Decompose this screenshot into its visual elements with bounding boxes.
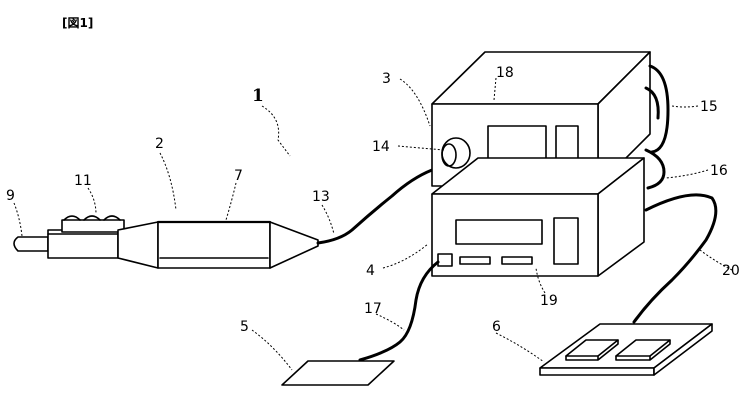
leader-3 bbox=[400, 79, 430, 126]
leader-9 bbox=[14, 203, 22, 236]
label-18: 18 bbox=[496, 65, 514, 81]
footswitch-cable bbox=[634, 195, 716, 322]
handpiece-body bbox=[158, 222, 270, 268]
figure-caption: [図1] bbox=[62, 16, 93, 30]
label-16: 16 bbox=[710, 163, 728, 179]
leader-11 bbox=[88, 188, 96, 214]
lower-panel bbox=[554, 218, 578, 264]
label-5: 5 bbox=[240, 319, 249, 335]
handpiece bbox=[14, 216, 318, 268]
label-4: 4 bbox=[366, 263, 375, 279]
leader-7 bbox=[226, 183, 236, 220]
label-1: 1 bbox=[252, 86, 264, 106]
label-13: 13 bbox=[312, 189, 330, 205]
counter-electrode-pad bbox=[282, 361, 394, 385]
grip-taper bbox=[118, 222, 158, 268]
label-6: 6 bbox=[492, 319, 501, 335]
lower-unit bbox=[432, 158, 644, 276]
leader-5 bbox=[252, 330, 292, 370]
label-7: 7 bbox=[234, 168, 243, 184]
label-15: 15 bbox=[700, 99, 718, 115]
leader-1 bbox=[262, 106, 290, 156]
leader-13 bbox=[322, 205, 334, 234]
label-19: 19 bbox=[540, 293, 558, 309]
leader-15 bbox=[672, 106, 698, 107]
label-9: 9 bbox=[6, 188, 15, 204]
port-b bbox=[502, 257, 532, 264]
switch-unit bbox=[62, 220, 124, 232]
footswitch bbox=[540, 324, 712, 375]
leader-4 bbox=[383, 244, 428, 268]
label-17: 17 bbox=[364, 301, 382, 317]
footswitch-port bbox=[438, 254, 452, 266]
label-20: 20 bbox=[722, 263, 740, 279]
interconnect-cable-16 bbox=[646, 150, 664, 188]
leader-16 bbox=[666, 170, 708, 178]
port-a bbox=[460, 257, 490, 264]
rear-cone bbox=[270, 222, 318, 268]
leader-2 bbox=[160, 153, 176, 210]
lower-display bbox=[456, 220, 542, 244]
leader-6 bbox=[496, 333, 544, 362]
probe-tip bbox=[14, 237, 48, 251]
handpiece-cable bbox=[318, 165, 443, 243]
label-3: 3 bbox=[382, 71, 391, 87]
label-14: 14 bbox=[372, 139, 390, 155]
label-11: 11 bbox=[74, 173, 92, 189]
label-2: 2 bbox=[155, 136, 164, 152]
